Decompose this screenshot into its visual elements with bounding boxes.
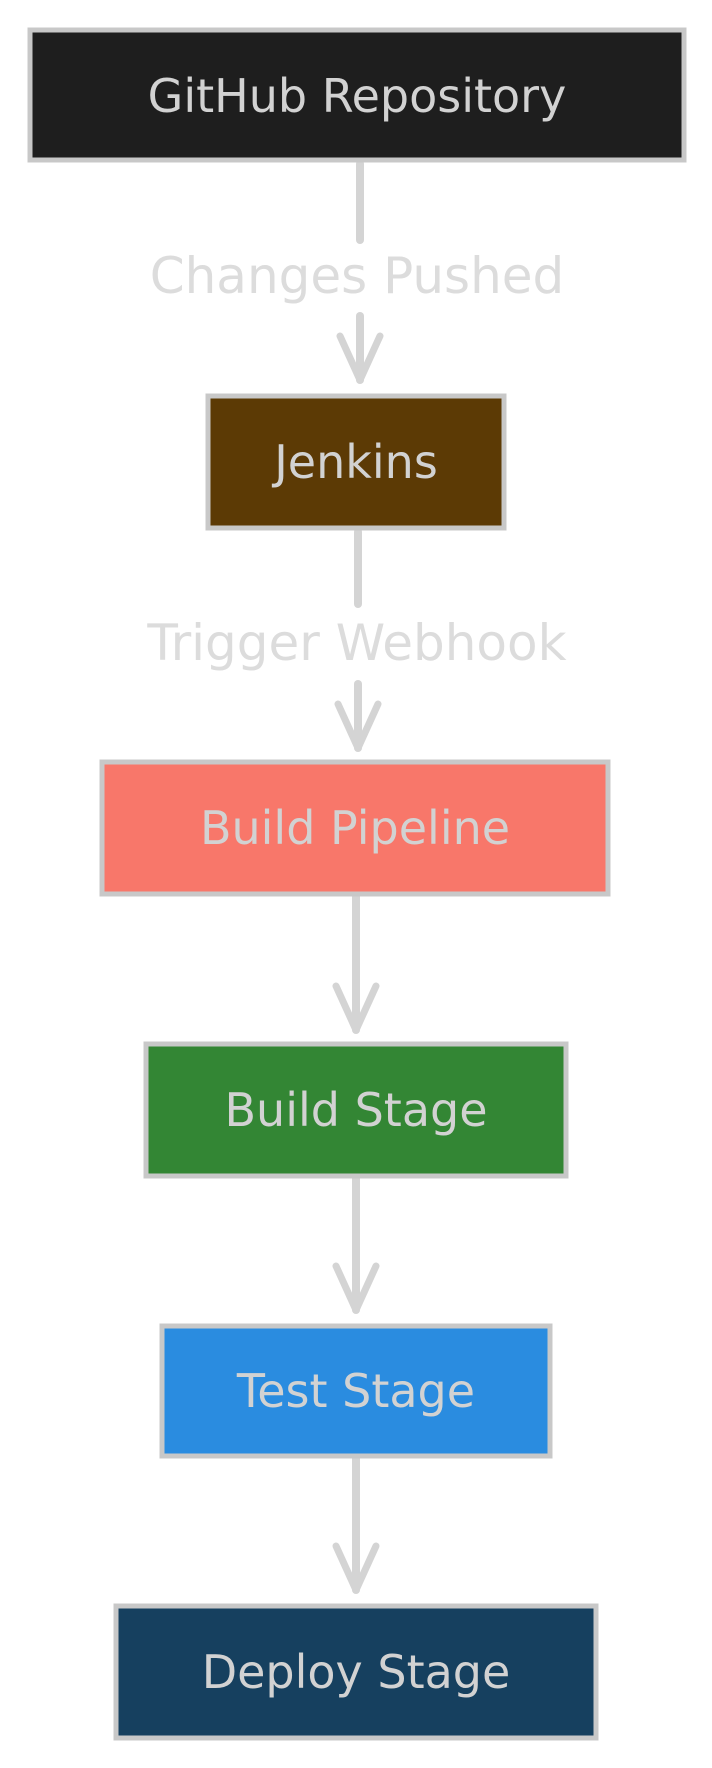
arrowhead-icon <box>332 1542 380 1594</box>
node-build-stage: Build Stage <box>143 1041 569 1179</box>
node-github-repository: GitHub Repository <box>27 27 687 163</box>
edge-label-changes-pushed: Changes Pushed <box>150 247 565 305</box>
node-jenkins: Jenkins <box>205 393 507 531</box>
node-label: Deploy Stage <box>202 1645 511 1699</box>
node-box <box>27 27 687 163</box>
node-label: Test Stage <box>236 1364 475 1418</box>
edge-jenkins-to-build-pipeline: Trigger Webhook <box>146 528 567 752</box>
arrowhead-icon <box>332 982 380 1034</box>
node-box <box>113 1603 599 1741</box>
edge-build-stage-to-test-stage <box>332 1174 380 1314</box>
edge-test-stage-to-deploy-stage <box>332 1454 380 1594</box>
arrowhead-icon <box>334 700 382 752</box>
node-build-pipeline: Build Pipeline <box>99 759 611 897</box>
node-box <box>99 759 611 897</box>
node-box <box>205 393 507 531</box>
edge-build-pipeline-to-build-stage <box>332 892 380 1034</box>
arrowhead-icon <box>332 1262 380 1314</box>
edge-github-to-jenkins: Changes Pushed <box>150 160 565 384</box>
node-box <box>143 1041 569 1179</box>
node-deploy-stage: Deploy Stage <box>113 1603 599 1741</box>
node-label: GitHub Repository <box>148 69 567 123</box>
arrowhead-icon <box>336 332 384 384</box>
node-test-stage: Test Stage <box>159 1323 553 1459</box>
node-label: Jenkins <box>271 435 438 489</box>
node-box <box>159 1323 553 1459</box>
edge-label-trigger-webhook: Trigger Webhook <box>146 614 566 672</box>
node-label: Build Stage <box>224 1083 487 1137</box>
node-label: Build Pipeline <box>200 801 510 855</box>
